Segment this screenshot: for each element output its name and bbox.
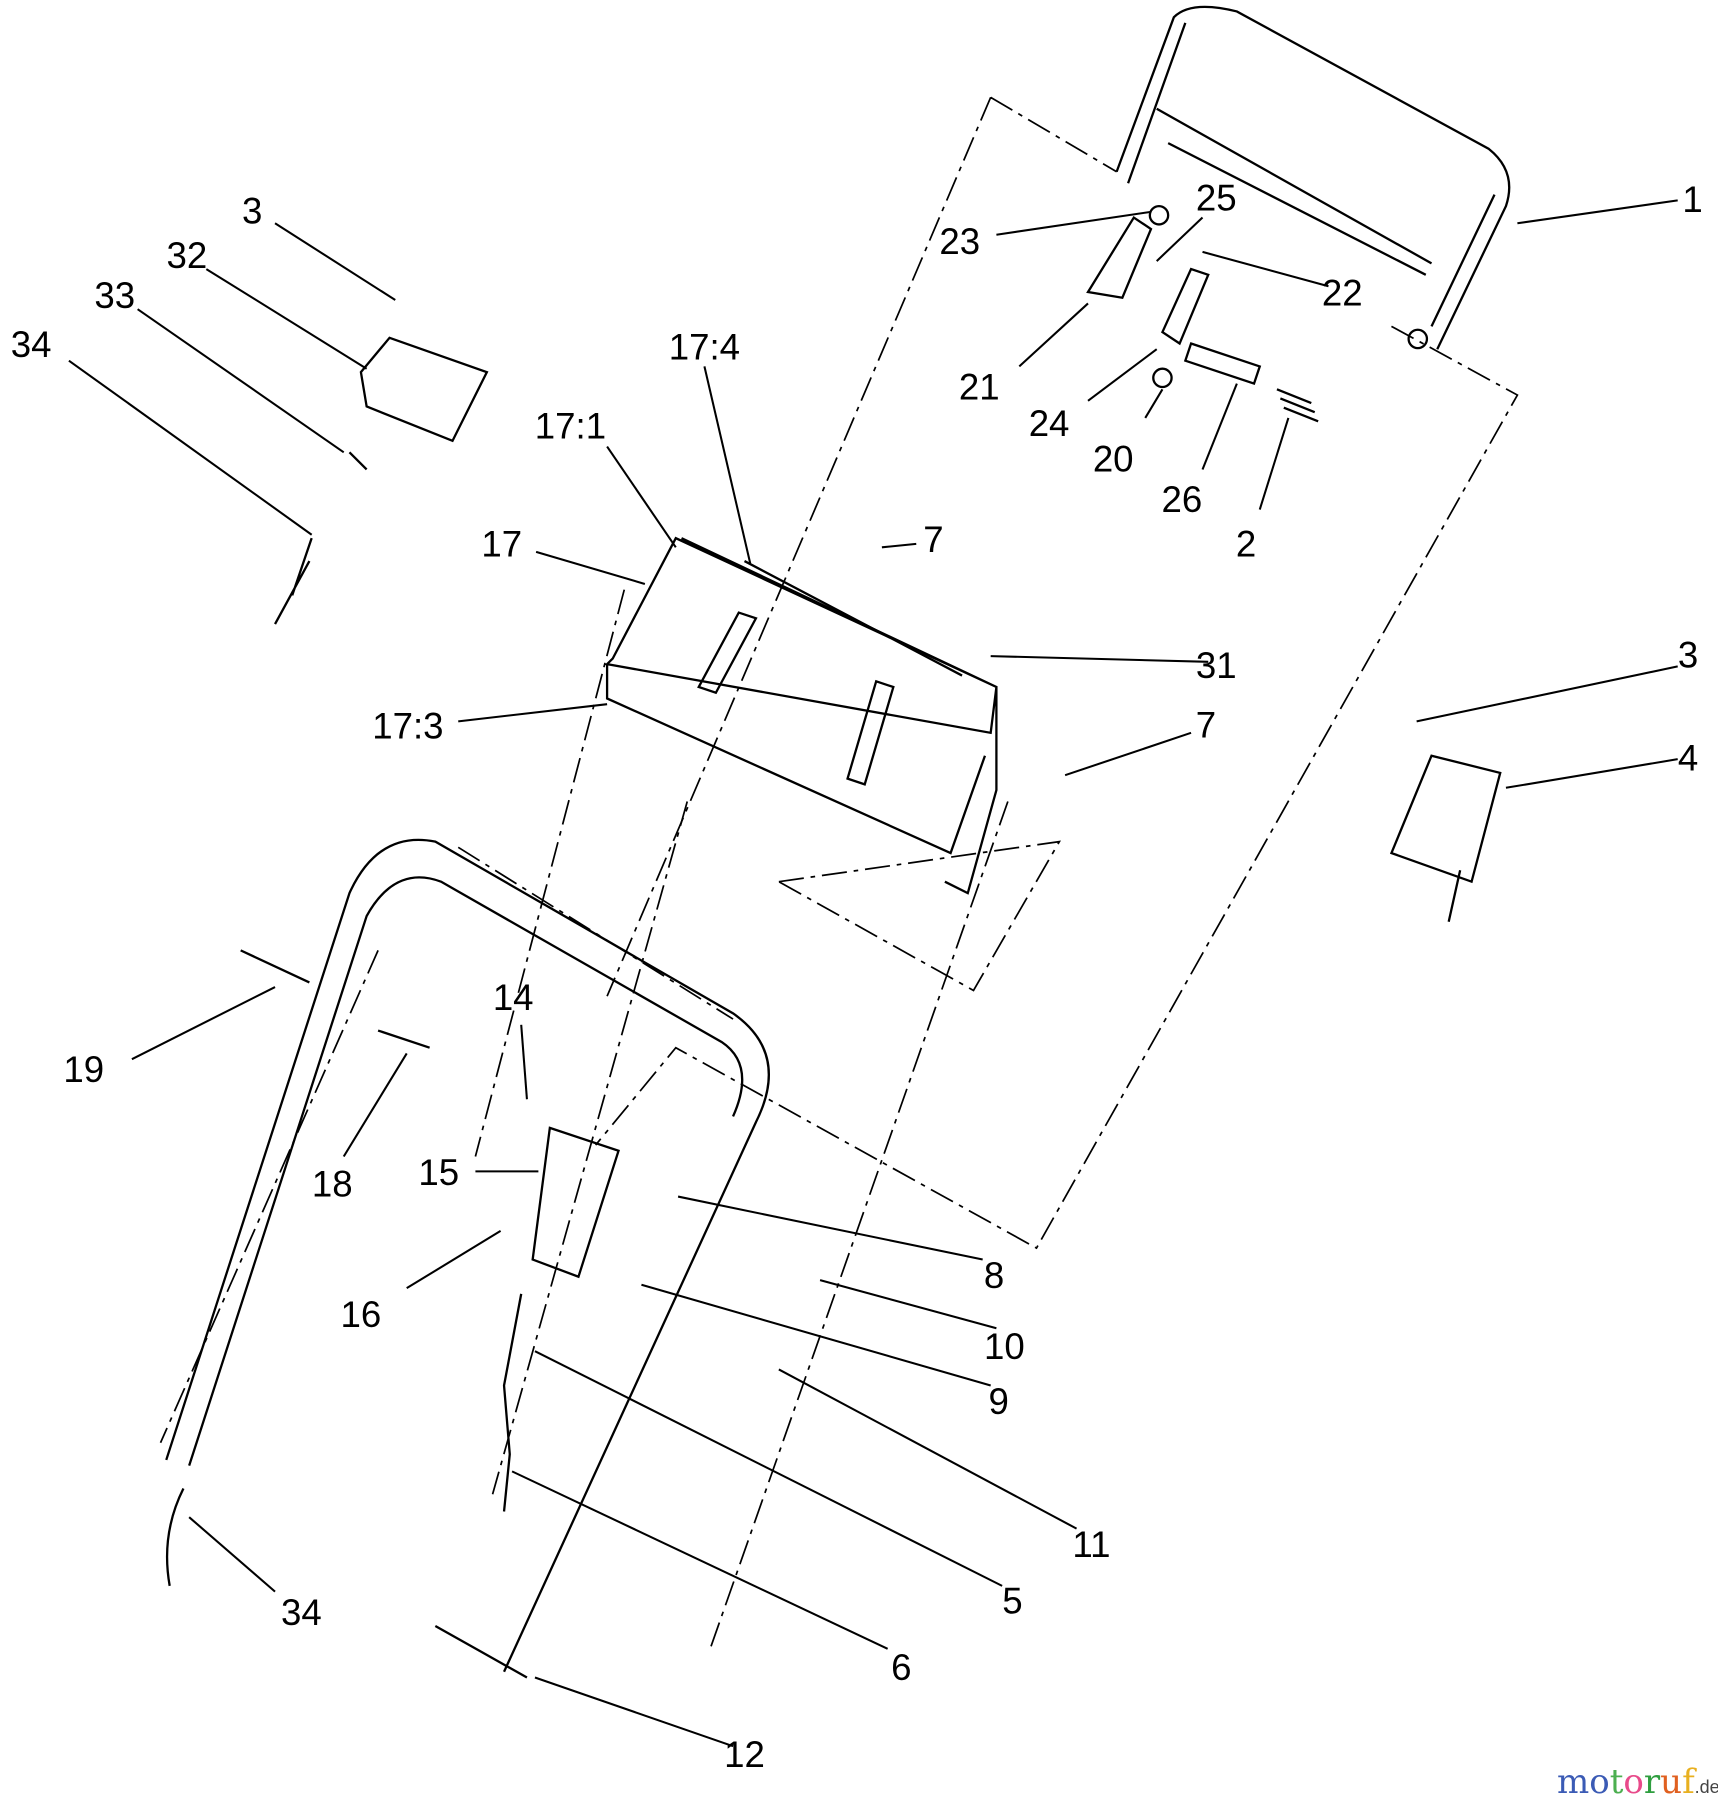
left-bracket (274, 336, 489, 625)
leader-line (534, 1350, 1003, 1587)
leader-line (1144, 388, 1164, 419)
callout-label: 7 (1196, 704, 1216, 745)
leader-line (406, 1230, 502, 1290)
leader-line (1018, 302, 1089, 368)
callout-label: 18 (312, 1164, 353, 1205)
leader-line (778, 1368, 1078, 1530)
callout-label: 4 (1678, 738, 1698, 779)
leader-line (205, 268, 368, 370)
callout-label: 3 (1678, 635, 1698, 676)
leader-line (606, 445, 677, 548)
leader-line (1202, 250, 1329, 288)
callout-label: 3 (242, 190, 262, 231)
callout-label: 17:1 (535, 406, 606, 447)
callout-label: 9 (989, 1381, 1009, 1422)
leader-line (1517, 199, 1678, 225)
callout-label: 32 (166, 235, 207, 276)
callout-label: 25 (1196, 178, 1237, 219)
callout-label: 34 (281, 1592, 322, 1633)
leader-line (1258, 417, 1290, 510)
leader-line (511, 1470, 889, 1650)
cable (165, 1293, 523, 1587)
leader-line (535, 550, 646, 585)
callout-label: 12 (724, 1734, 765, 1775)
callout-label: 1 (1682, 179, 1702, 220)
leader-line (520, 1024, 528, 1100)
callout-label: 21 (959, 367, 1000, 408)
leader-line (819, 1279, 997, 1330)
control-panel-box (604, 536, 998, 895)
callout-label: 31 (1196, 645, 1237, 686)
leader-line (1416, 665, 1678, 723)
leader-line (996, 210, 1152, 236)
leader-line (188, 1516, 276, 1593)
leader-line (68, 359, 313, 536)
callout-label: 23 (939, 221, 980, 262)
leader-line (677, 1195, 983, 1261)
callout-label: 34 (11, 324, 52, 365)
dashed-assembly-lines (159, 96, 1519, 1650)
leader-line (1156, 216, 1204, 262)
leader-line (1201, 383, 1238, 470)
callout-label: 6 (891, 1647, 911, 1688)
callout-label: 17:4 (669, 327, 740, 368)
right-bracket (1389, 754, 1502, 923)
leader-line (703, 366, 752, 564)
leader-line (131, 986, 276, 1061)
leader-line (1064, 731, 1192, 777)
callout-label: 33 (94, 275, 135, 316)
callout-label: 7 (923, 519, 943, 560)
callout-label: 24 (1029, 403, 1070, 444)
leader-line (342, 1052, 408, 1158)
leader-line (1087, 348, 1158, 402)
leader-line (137, 308, 345, 454)
callout-label: 5 (1002, 1580, 1022, 1621)
callout-label: 22 (1322, 273, 1363, 314)
upper-handle (1115, 5, 1511, 350)
callout-label: 16 (341, 1294, 382, 1335)
latch-parts (1086, 204, 1319, 423)
leader-line (990, 655, 1209, 663)
callout-label: 19 (63, 1049, 104, 1090)
callout-label: 10 (984, 1326, 1025, 1367)
lower-handle (165, 838, 770, 1679)
callout-label: 2 (1236, 523, 1256, 564)
callout-label: 15 (418, 1152, 459, 1193)
callout-label: 17 (481, 523, 522, 564)
callout-label: 26 (1162, 479, 1203, 520)
callout-label: 20 (1093, 439, 1134, 480)
leader-line (458, 703, 608, 723)
watermark-logo: motoruf.de (1557, 1762, 1718, 1800)
leader-line (641, 1283, 991, 1387)
callout-label: 14 (493, 977, 534, 1018)
leader-line (881, 542, 917, 549)
leader-line (1505, 758, 1678, 789)
leader-line (534, 1676, 734, 1748)
callout-label: 8 (984, 1255, 1004, 1296)
callout-label: 17:3 (372, 706, 443, 747)
leader-line (274, 222, 396, 301)
callout-label: 11 (1072, 1524, 1110, 1565)
